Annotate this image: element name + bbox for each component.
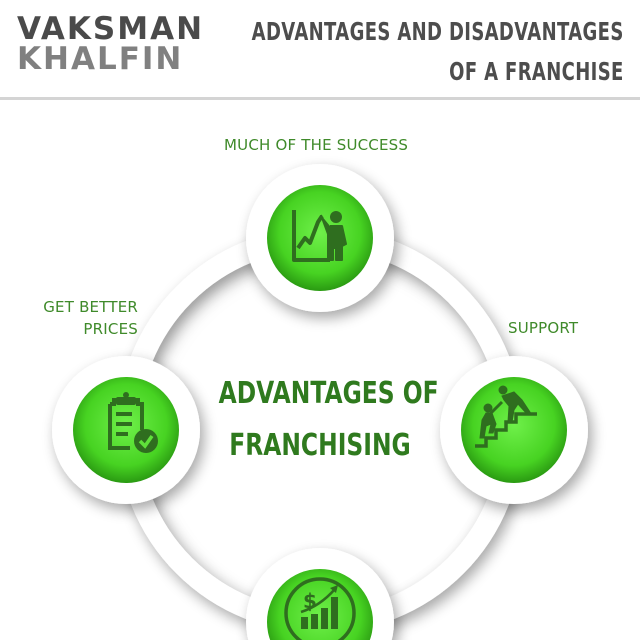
center-title-line-2: FRANCHISING [229,428,411,463]
node-left [52,356,200,504]
brand-line-2: KHALFIN [17,41,184,77]
header-divider [0,97,640,100]
node-top [246,164,394,312]
center-title: ADVANTAGES OF FRANCHISING [218,368,439,472]
growth-chart-presenter-icon [292,210,347,262]
node-top-label: MUCH OF THE SUCCESS [224,136,409,154]
page-title-line-2: OF A FRANCHISE [449,57,624,86]
brand-logo: VAKSMAN KHALFIN [17,11,205,77]
center-title-line-1: ADVANTAGES OF [218,376,439,411]
node-right [440,356,588,504]
node-left-label-line-2: PRICES [83,320,138,338]
inner-disk [139,249,501,611]
header: VAKSMAN KHALFIN ADVANTAGES AND DISADVANT… [0,0,640,97]
dollar-growth-icon: $ [284,577,356,640]
brand-line-1: VAKSMAN [17,11,205,47]
node-left-label-line-1: GET BETTER [43,298,138,316]
node-right-label: SUPPORT [508,319,579,337]
page-title-line-1: ADVANTAGES AND DISADVANTAGES [251,17,624,46]
cycle-diagram: $ [52,164,588,640]
node-left-label: GET BETTER PRICES [40,296,138,340]
diagram: $ MUCH OF THE SUCCESS GET BETTER PRICES … [0,100,640,640]
page-title: ADVANTAGES AND DISADVANTAGES OF A FRANCH… [252,12,624,92]
node-bottom: $ [246,548,394,640]
helping-hand-stairs-icon [475,385,537,448]
clipboard-check-icon [108,392,158,453]
